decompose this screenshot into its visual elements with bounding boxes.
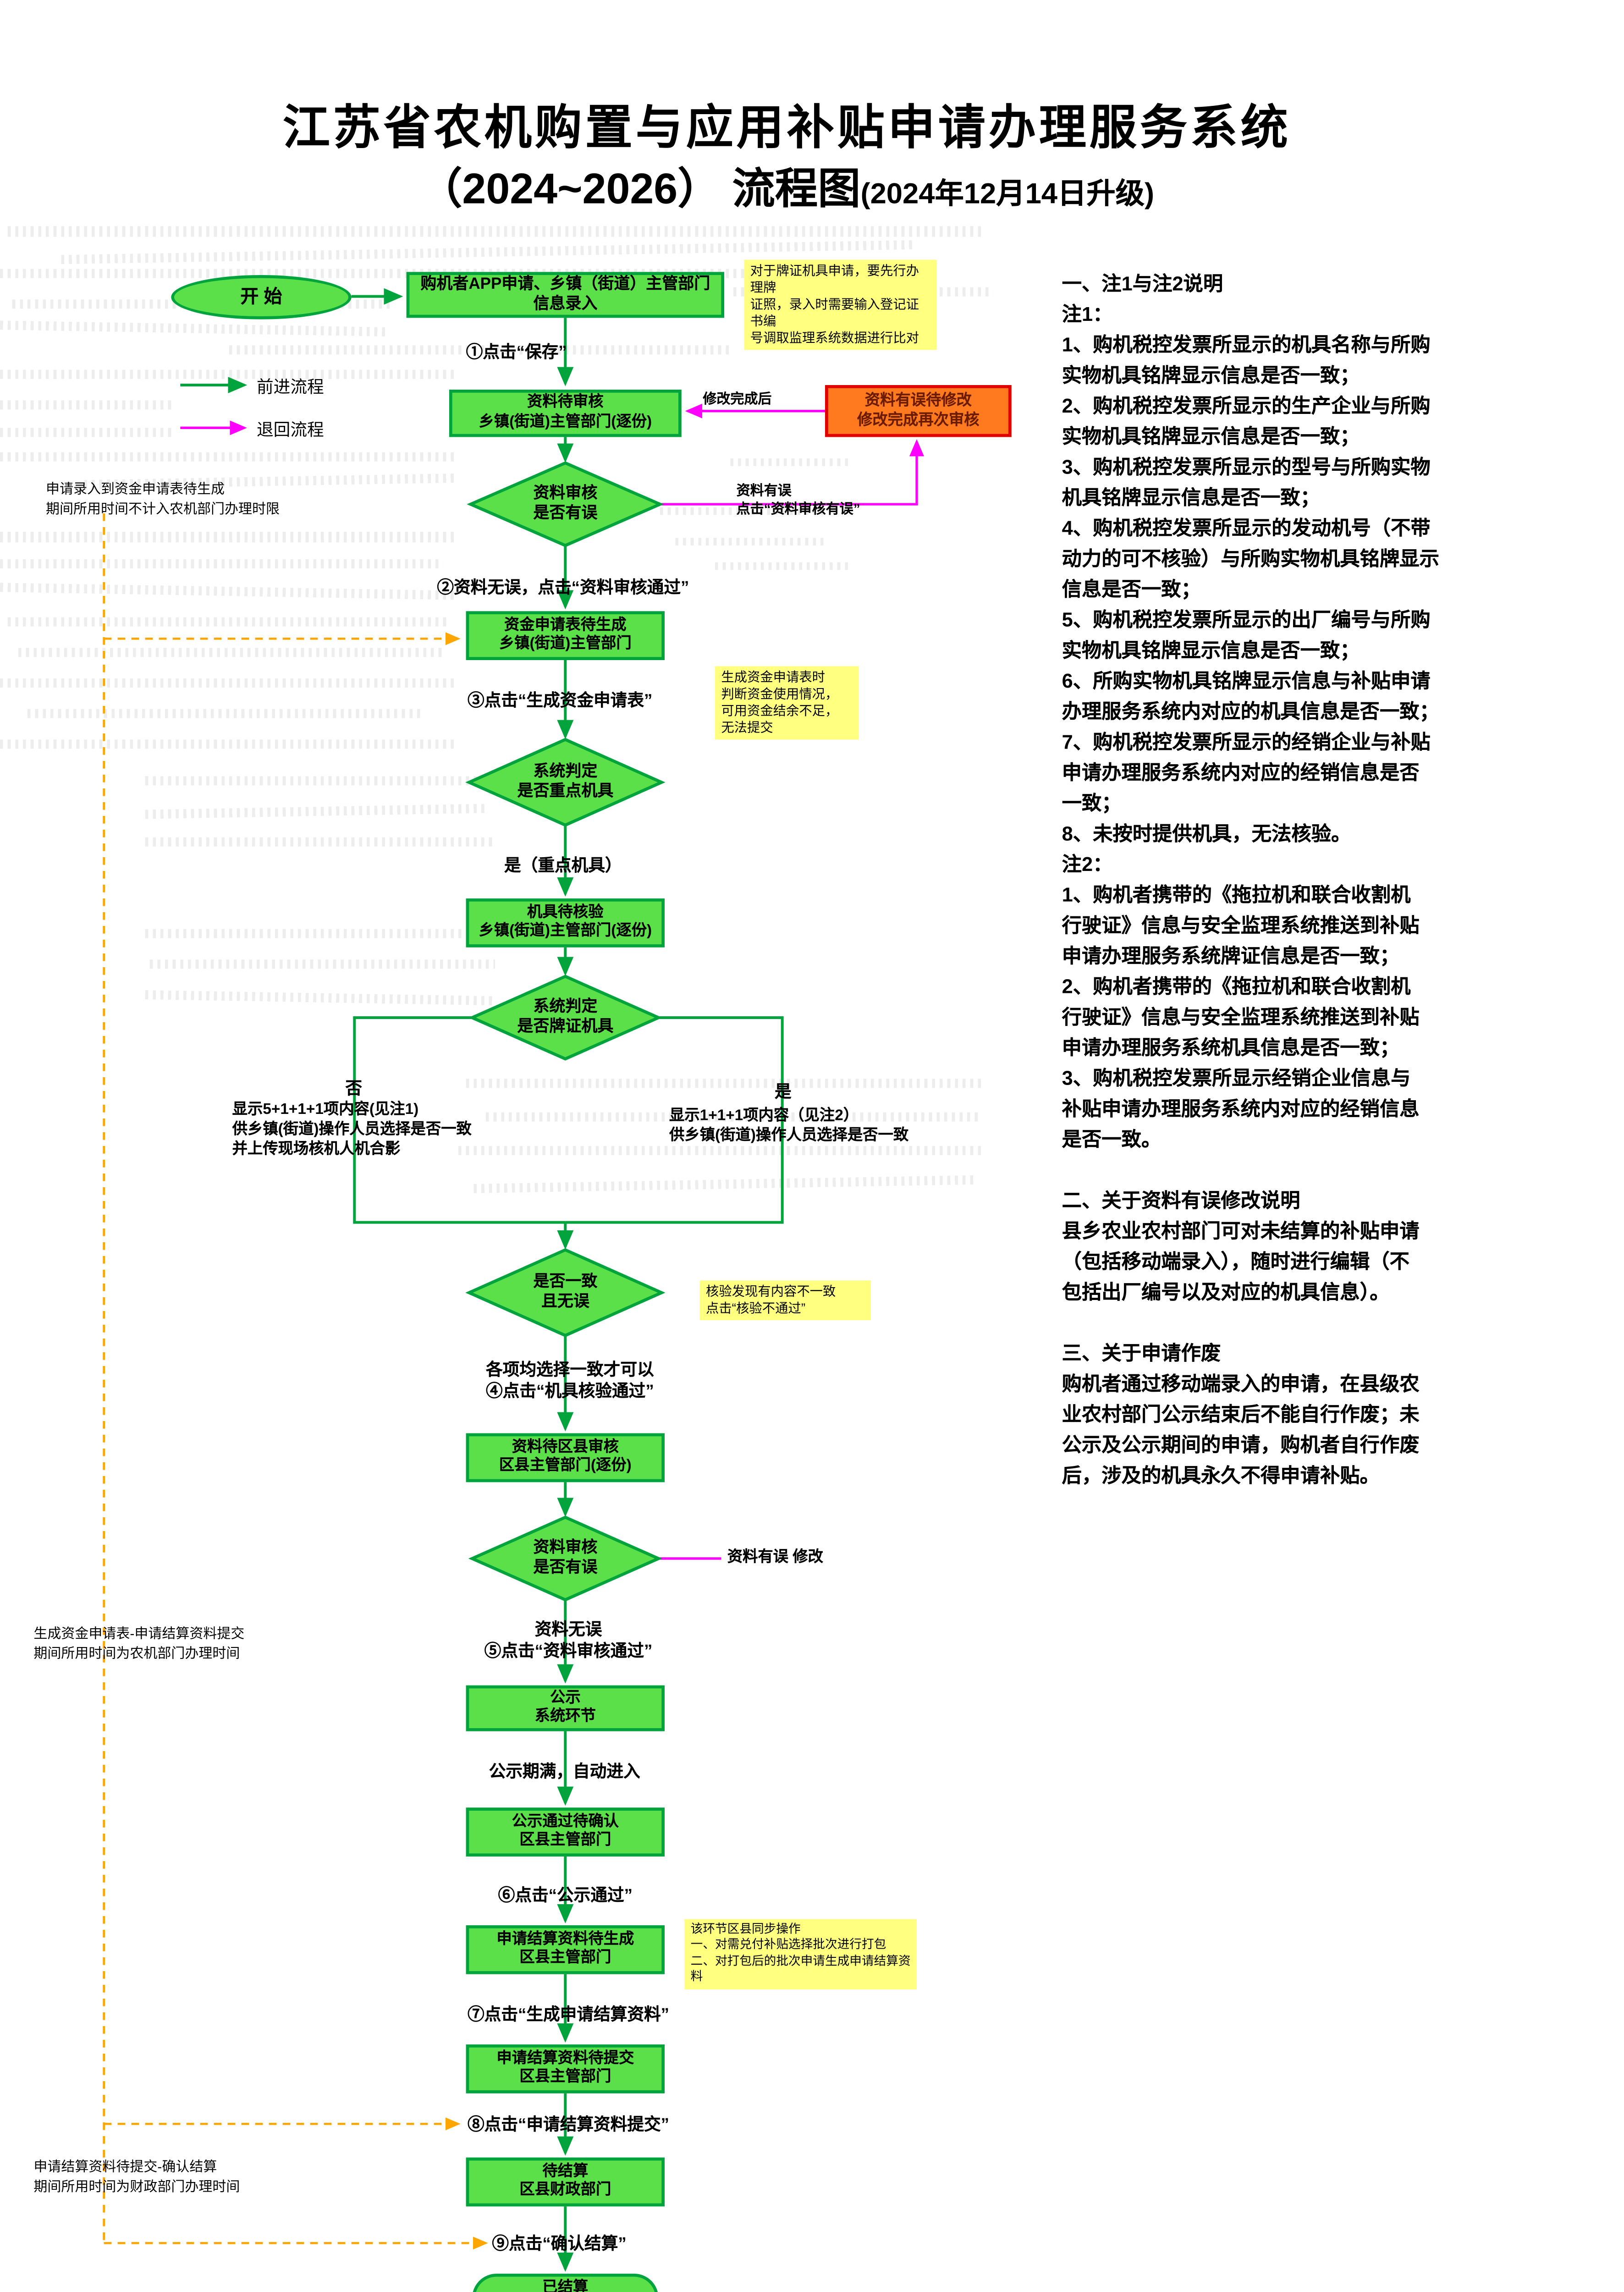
decision-license-check: 系统判定 是否牌证机具 [517,998,614,1036]
edge-label-county-pass: 资料无误 ⑤点击“资料审核通过” [484,1621,653,1662]
right-panel: 一、注1与注2说明 注1： 1、购机税控发票所显示的机具名称与所购 实物机具铭牌… [1062,269,1589,1492]
ghost-text-smudge [0,369,458,379]
ghost-text-smudge [0,452,458,462]
node-publicity: 公示 系统环节 [466,1685,665,1731]
ghost-text-smudge [0,400,171,410]
note-license: 对于牌证机具申请，要先行办理牌 证照，录入时需要输入登记证书编 号调取监理系统数… [744,259,937,351]
page-title: 江苏省农机购置与应用补贴申请办理服务系统 [282,100,1291,154]
right-panel-heading-2: 二、关于资料有误修改说明 [1062,1189,1300,1212]
edge-label-county-error: 资料有误 修改 [727,1549,823,1566]
right-panel-body-2: 县乡农业农村部门可对未结算的补贴申请 （包括移动端录入），随时进行编辑（不 包括… [1062,1219,1420,1304]
node-fund-form-pending: 资金申请表待生成 乡镇(街道)主管部门 [466,611,665,660]
ghost-text-smudge [660,507,825,515]
ghost-text-smudge [675,538,825,545]
ghost-text-smudge [145,776,489,786]
legend-forward-label: 前进流程 [256,379,324,397]
edge-label-save: ①点击“保存” [466,343,567,362]
ghost-text-smudge [458,1146,981,1155]
ghost-text-smudge [466,1079,985,1088]
edge-label-gen-settle: ⑦点击“生成申请结算资料” [467,2006,669,2025]
page-subtitle-main: （2024~2026） 流程图 [419,165,861,213]
node-await-settlement: 待结算 区县财政部门 [466,2157,665,2207]
ghost-text-smudge [730,458,853,466]
node-material-error: 资料有误待修改 修改完成再次审核 [825,385,1012,437]
edge-label-confirm-settle: ⑨点击“确认结算” [492,2235,627,2254]
right-panel-heading-3: 三、关于申请作废 [1062,1341,1221,1365]
edge-label-review-pass: ②资料无误，点击“资料审核通过” [437,579,689,598]
node-start: 开 始 [171,275,352,320]
ghost-text-smudge [0,678,458,688]
edge-label-yes-branch-detail: 显示1+1+1项内容（见注2） 供乡镇(街道)操作人员选择是否一致 [669,1107,909,1145]
edge-label-yes-key-machine: 是（重点机具） [504,857,622,876]
node-app-entry: 购机者APP申请、乡镇（街道）主管部门 信息录入 [406,272,724,318]
ghost-text-smudge [0,428,171,437]
ghost-text-smudge [0,559,443,568]
ghost-text-smudge [229,345,733,355]
node-settle-doc-submit: 申请结算资料待提交 区县主管部门 [466,2044,665,2094]
ghost-text-smudge [0,531,458,543]
ghost-text-smudge [149,959,495,969]
edge-label-submit-settle: ⑧点击“申请结算资料提交” [467,2116,669,2135]
edge-label-no-branch: 否 [345,1080,362,1099]
edge-label-no-branch-detail: 显示5+1+1+1项内容(见注1) 供乡镇(街道)操作人员选择是否一致 并上传现… [232,1102,472,1158]
note-fund: 生成资金申请表时 判断资金使用情况， 可用资金结余不足， 无法提交 [715,666,859,740]
right-panel-body-3: 购机者通过移动端录入的申请，在县级农 业农村部门公示结束后不能自行作废；未 公示… [1062,1372,1420,1487]
edge-label-gen-fund-form: ③点击“生成资金申请表” [467,692,653,711]
ghost-text-smudge [7,617,451,627]
page-subtitle: （2024~2026） 流程图(2024年12月14日升级) [0,156,1574,217]
ghost-text-smudge [715,562,853,570]
right-panel-body-1: 注1： 1、购机税控发票所显示的机具名称与所购 实物机具铭牌显示信息是否一致； … [1062,302,1440,1151]
node-county-review-pending: 资料待区县审核 区县主管部门(逐份) [466,1433,665,1482]
decision-key-machine: 系统判定 是否重点机具 [517,763,614,801]
edge-label-publicity-auto: 公示期满，自动进入 [489,1763,640,1782]
ghost-text-smudge [7,226,985,237]
time-note-1: 申请录入到资金申请表待生成 期间所用时间不计入农机部门办理时限 [45,481,280,517]
decision-county-review: 资料审核 是否有误 [533,1539,598,1577]
edge-label-error-click: 资料有误 点击“资料审核有误” [736,483,860,516]
ghost-text-smudge [18,648,446,657]
decision-review-check: 资料审核 是否有误 [533,485,598,523]
node-settled: 已结算 (最终状态) [472,2273,659,2292]
legend-back-label: 退回流程 [256,421,324,440]
page-subtitle-date: (2024年12月14日升级) [860,178,1155,211]
ghost-text-smudge [145,929,497,938]
edge-label-publicity-pass: ⑥点击“公示通过” [498,1887,633,1906]
ghost-text-smudge [145,837,494,847]
edge-label-yes-branch: 是 [774,1083,792,1102]
right-panel-heading-1: 一、注1与注2说明 [1062,272,1223,295]
node-publicity-confirm: 公示通过待确认 区县主管部门 [466,1807,665,1857]
node-settle-doc-pending: 申请结算资料待生成 区县主管部门 [466,1925,665,1974]
note-verify-fail: 核验发现有内容不一致 点击“核验不通过” [699,1280,871,1321]
ghost-text-smudge [0,739,458,749]
time-note-3: 申请结算资料待提交-确认结算 期间所用时间为财政部门办理时间 [33,2159,240,2194]
edge-label-verify-pass: 各项均选择一致才可以 ④点击“机具核验通过” [485,1361,654,1402]
decision-consistency: 是否一致 且无误 [533,1273,598,1311]
ghost-text-smudge [485,1112,978,1122]
note-settle: 该环节区县同步操作 一、对需兑付补贴选择批次进行打包 二、对打包后的批次申请生成… [684,1919,917,1989]
node-material-review-pending: 资料待审核 乡镇(街道)主管部门(逐份) [449,389,682,437]
ghost-text-smudge [27,709,422,718]
edge-label-fix-done: 修改完成后 [703,391,772,407]
node-machine-verify-pending: 机具待核验 乡镇(街道)主管部门(逐份) [466,898,665,948]
time-note-2: 生成资金申请表-申请结算资料提交 期间所用时间为农机部门办理时间 [33,1625,245,1661]
